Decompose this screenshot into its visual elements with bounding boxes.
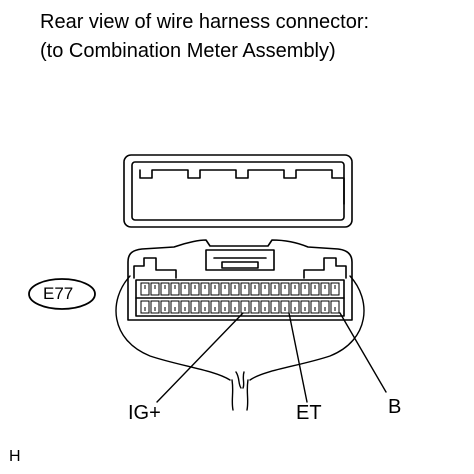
mating-connector-outer bbox=[123, 154, 353, 228]
connector-id-badge bbox=[28, 278, 96, 310]
heading-line-2: (to Combination Meter Assembly) bbox=[40, 40, 336, 62]
terminal-cavity bbox=[160, 300, 170, 314]
connector-lock-tab bbox=[205, 249, 275, 271]
b-leader-line bbox=[339, 312, 387, 393]
terminal-cavity bbox=[160, 282, 170, 296]
terminal-cavity bbox=[290, 282, 300, 296]
terminal-cavity bbox=[150, 282, 160, 296]
terminal-label-et: ET bbox=[296, 402, 322, 424]
terminal-cavity bbox=[220, 300, 230, 314]
terminal-cavity bbox=[270, 300, 280, 314]
terminal-cavity bbox=[140, 282, 150, 296]
terminal-cavity bbox=[230, 300, 240, 314]
heading-line-1: Rear view of wire harness connector: bbox=[40, 11, 370, 33]
figure-code: H bbox=[9, 448, 21, 465]
terminal-cavity bbox=[230, 282, 240, 296]
terminal-cavity bbox=[200, 300, 210, 314]
terminal-cavity bbox=[320, 282, 330, 296]
right-latch bbox=[303, 257, 347, 279]
terminal-cavity bbox=[200, 282, 210, 296]
harness-connector-body bbox=[127, 239, 353, 321]
terminal-cavity bbox=[280, 282, 290, 296]
terminal-cavity bbox=[180, 282, 190, 296]
terminal-cavity bbox=[240, 300, 250, 314]
terminal-cavity bbox=[220, 282, 230, 296]
terminal-cavity bbox=[280, 300, 290, 314]
terminal-cavity bbox=[180, 300, 190, 314]
terminal-cavity bbox=[140, 300, 150, 314]
terminal-cavity bbox=[270, 282, 280, 296]
terminal-cavity bbox=[210, 282, 220, 296]
wire-harness-bundle bbox=[115, 275, 365, 411]
terminal-cavity bbox=[240, 282, 250, 296]
terminal-cavity bbox=[150, 300, 160, 314]
terminal-cavity bbox=[250, 300, 260, 314]
terminal-cavity bbox=[170, 282, 180, 296]
terminal-cavity bbox=[260, 300, 270, 314]
terminal-cavity bbox=[330, 282, 340, 296]
terminal-cavity bbox=[210, 300, 220, 314]
terminal-cavity bbox=[260, 282, 270, 296]
terminal-cavity bbox=[310, 282, 320, 296]
terminal-cavities bbox=[140, 282, 340, 314]
terminal-label-b: B bbox=[388, 396, 402, 418]
mating-connector-keys bbox=[139, 169, 345, 205]
terminal-cavity bbox=[300, 282, 310, 296]
et-leader-line bbox=[288, 312, 308, 403]
terminal-cavity bbox=[320, 300, 330, 314]
terminal-cavity bbox=[290, 300, 300, 314]
terminal-cavity bbox=[170, 300, 180, 314]
connector-id-label: E77 bbox=[43, 284, 74, 303]
leader-lines bbox=[156, 312, 387, 403]
terminal-cavity bbox=[330, 300, 340, 314]
ig-leader-line bbox=[156, 312, 244, 403]
terminal-label-ig: IG+ bbox=[128, 402, 161, 424]
terminal-cavity bbox=[300, 300, 310, 314]
terminal-cavity bbox=[190, 282, 200, 296]
terminal-cavity bbox=[190, 300, 200, 314]
terminal-cavity bbox=[250, 282, 260, 296]
terminal-cavity bbox=[310, 300, 320, 314]
diagram-heading: Rear view of wire harness connector: (to… bbox=[40, 8, 369, 66]
left-latch bbox=[133, 257, 177, 279]
